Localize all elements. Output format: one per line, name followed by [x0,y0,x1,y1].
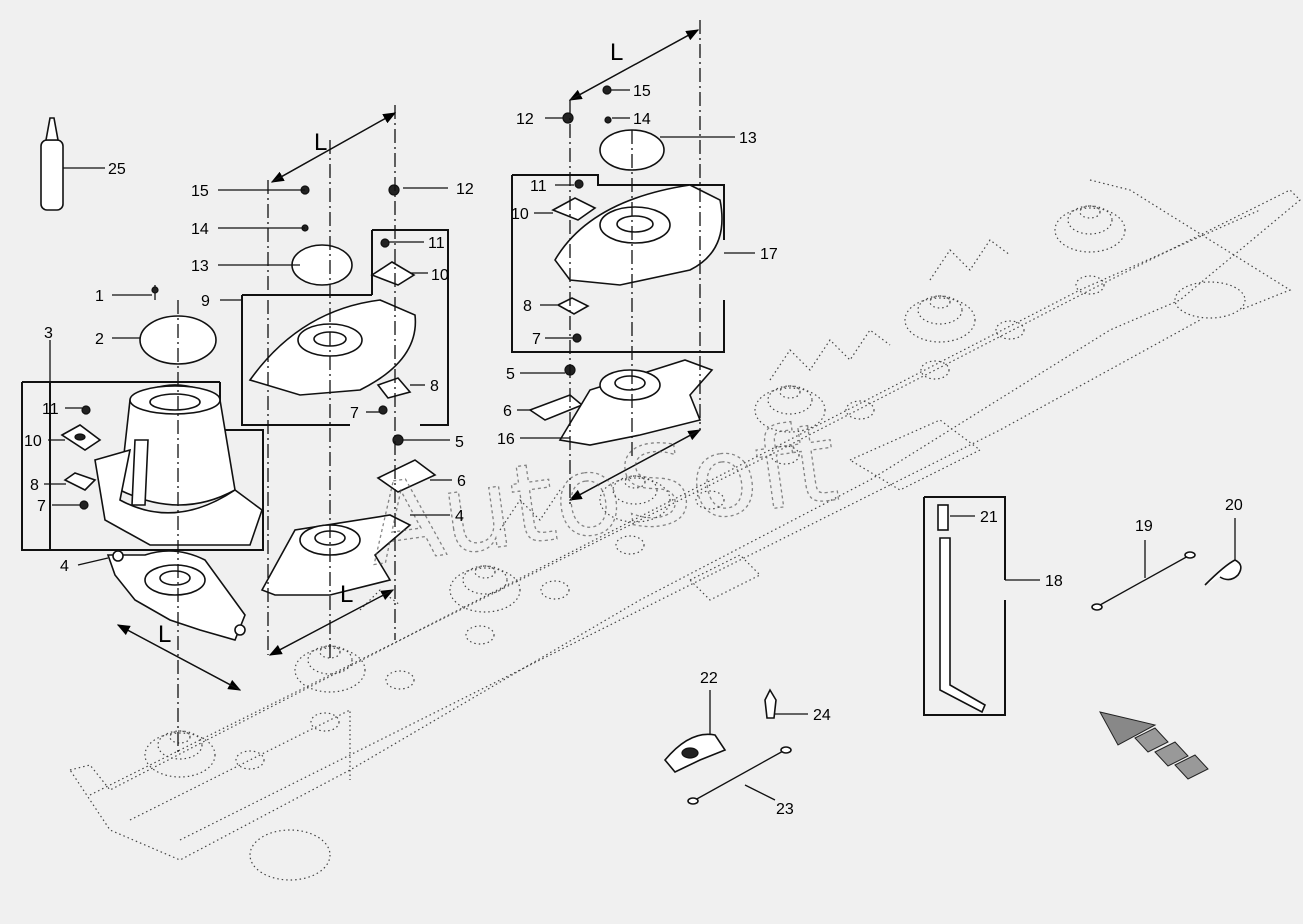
callout-18: 18 [1045,573,1063,590]
drum-units [144,205,1126,778]
direction-arrow-icon [1099,711,1209,780]
tool-parts [663,688,792,805]
callout-8: 8 [523,298,532,315]
cap-disc [139,315,217,365]
callout-4: 4 [60,558,69,575]
callout-1: 1 [95,288,104,305]
callout-10: 10 [511,206,529,223]
callout-10: 10 [431,267,449,284]
callout-7: 7 [350,405,359,422]
callout-25: 25 [108,161,126,178]
callout-16: 16 [497,431,515,448]
callout-21: 21 [980,509,998,526]
callout-23: 23 [776,801,794,818]
cable-and-pin [1091,551,1242,611]
grease-cartridge-part [40,117,64,211]
dim-label-l: L [610,39,623,66]
callout-3: 3 [44,325,53,342]
cap-and-bolt [139,285,217,755]
assembly-3-group [21,340,264,641]
callout-14: 14 [633,111,651,128]
callout-7: 7 [37,498,46,515]
dim-label-l: L [158,621,171,648]
callout-24: 24 [813,707,831,724]
callout-22: 22 [700,670,718,687]
dim-label-l: L [314,129,327,156]
assembly-9-group [241,105,449,660]
callout-15: 15 [633,83,651,100]
callout-labels: 25 15 14 13 12 11 10 9 8 7 5 6 4 1 2 3 1… [24,83,1243,818]
assembly-18-group [923,496,1006,716]
callout-11: 11 [42,401,59,418]
assembly-17-group [511,20,725,505]
callout-12: 12 [516,111,534,128]
callout-13: 13 [191,258,209,275]
callout-19: 19 [1135,518,1153,535]
dimension-arrows: L L L L [116,29,702,691]
callout-8: 8 [30,477,39,494]
leader-lines [44,89,1236,801]
callout-5: 5 [506,366,515,383]
callout-11: 11 [530,178,547,195]
callout-10: 10 [24,433,42,450]
callout-4: 4 [455,508,464,525]
callout-13: 13 [739,130,757,147]
callout-15: 15 [191,183,209,200]
callout-12: 12 [456,181,474,198]
callout-2: 2 [95,331,104,348]
callout-14: 14 [191,221,209,238]
callout-11: 11 [428,235,445,252]
callout-8: 8 [430,378,439,395]
callout-20: 20 [1225,497,1243,514]
callout-6: 6 [457,473,466,490]
cutter-bar [69,179,1301,881]
dim-label-l: L [340,581,353,608]
callout-5: 5 [455,434,464,451]
callout-6: 6 [503,403,512,420]
callout-7: 7 [532,331,541,348]
callout-17: 17 [760,246,778,263]
callout-9: 9 [201,293,210,310]
